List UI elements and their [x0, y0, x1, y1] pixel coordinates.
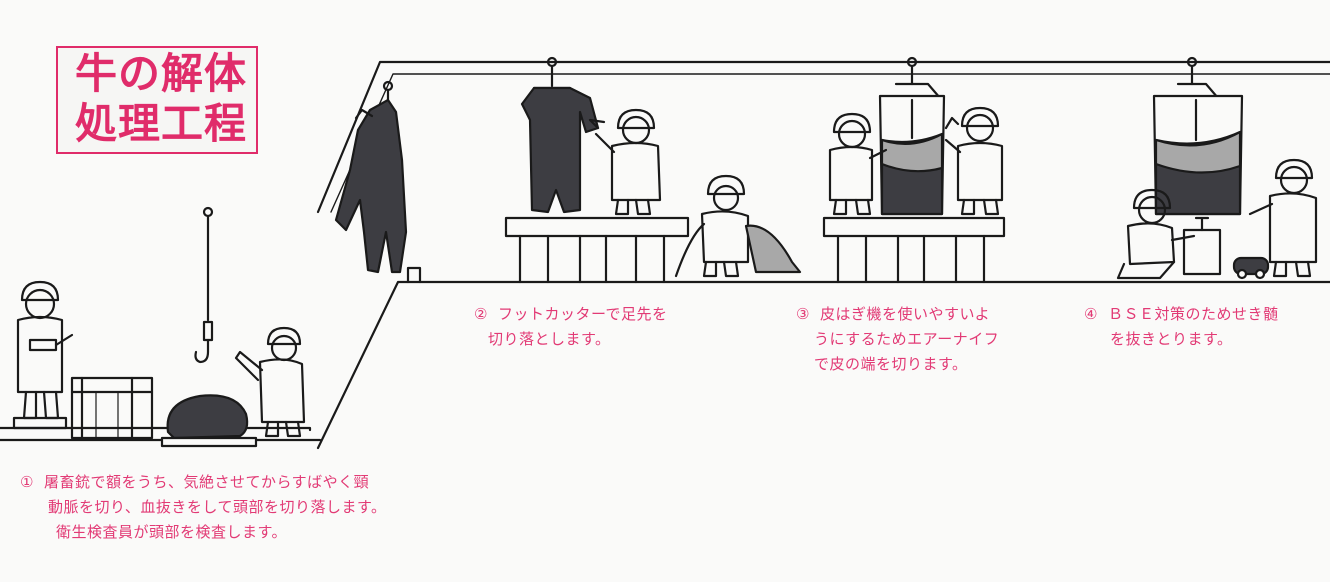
step1-caption: ① 屠畜銃で額をうち、気絶させてからすばやく頸 動脈を切り、血抜きをして頭部を切り…: [20, 470, 386, 545]
title-box: 牛の解体 処理工程: [56, 46, 258, 154]
step1-inspector: [234, 326, 306, 438]
step2-number: ②: [474, 305, 488, 323]
step1-line-1: 屠畜銃で額をうち、気絶させてからすばやく頸: [43, 473, 370, 491]
step1-worker-stunner: [12, 280, 74, 430]
step1-hook: [194, 206, 214, 364]
step4-caption: ④ ＢＳＥ対策のためせき髄 を抜きとります。: [1084, 302, 1278, 352]
step1-carcass-head: [160, 394, 258, 448]
floor-lines: [0, 266, 1330, 450]
title-line-1: 牛の解体: [74, 49, 247, 98]
step4-number: ④: [1084, 305, 1098, 323]
step2-line-1: フットカッターで足先を: [497, 305, 668, 323]
step2-hanging-carcass: [520, 56, 600, 214]
step3-caption: ③ 皮はぎ機を使いやすいよ うにするためエアーナイフ で皮の端を切ります。: [796, 302, 999, 377]
step3-number: ③: [796, 305, 810, 323]
step3-hanging-carcass: [878, 56, 946, 216]
step2-platform: [504, 216, 690, 284]
step4-standing-worker: [1248, 158, 1318, 278]
step1-number: ①: [20, 473, 34, 491]
hanging-carcass-1: [334, 80, 408, 274]
step1-line-3: 衛生検査員が頭部を検査します。: [56, 523, 288, 541]
step4-hanging-carcass: [1152, 56, 1244, 216]
step2-caption: ② フットカッターで足先を 切り落とします。: [474, 302, 668, 352]
step3-line-1: 皮はぎ機を使いやすいよ: [819, 305, 991, 323]
step3-worker-left: [828, 112, 888, 216]
step4-spinal-cord-remover: [1182, 216, 1270, 280]
step2-line-2: 切り落とします。: [488, 330, 611, 348]
step3-worker-right-airknife: [944, 106, 1004, 216]
step1-stun-box: [70, 376, 154, 440]
step1-line-2: 動脈を切り、血抜きをして頭部を切り落します。: [48, 498, 387, 516]
step4-line-2: を抜きとります。: [1110, 330, 1233, 348]
step4-line-1: ＢＳＥ対策のためせき髄: [1107, 305, 1279, 323]
step3-line-3: で皮の端を切ります。: [814, 355, 968, 373]
step3-platform: [822, 216, 1006, 284]
step3-line-2: うにするためエアーナイフ: [814, 330, 1000, 348]
title-line-2: 処理工程: [74, 99, 247, 148]
step2-worker-foot-cutter: [588, 108, 662, 216]
step2-floor-worker: [674, 174, 802, 278]
